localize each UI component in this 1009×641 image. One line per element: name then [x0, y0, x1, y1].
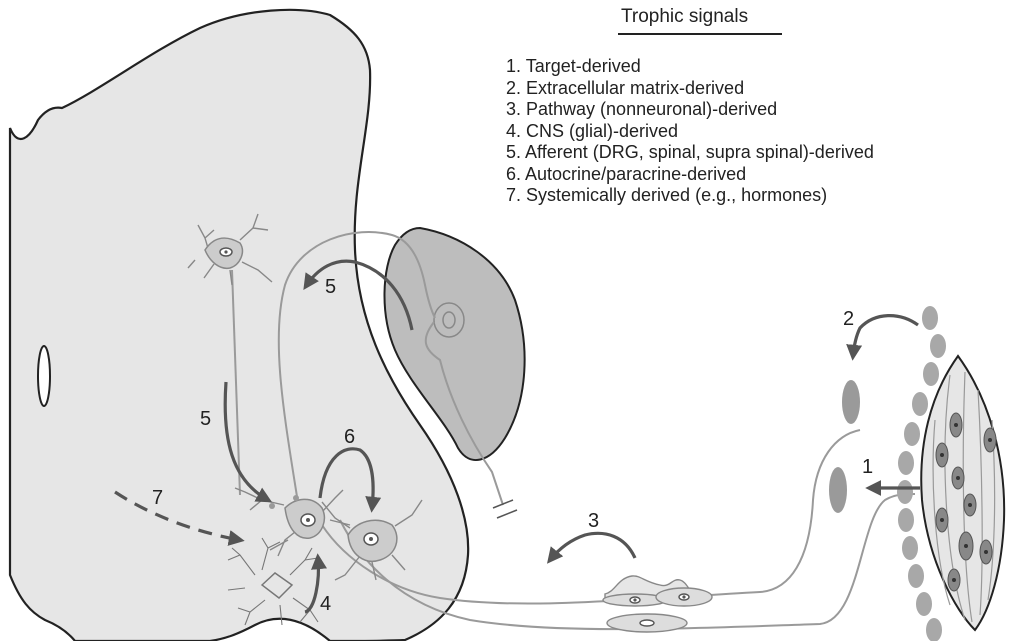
legend-item: 1. Target-derived: [506, 56, 874, 78]
legend-item: 7. Systemically derived (e.g., hormones): [506, 185, 874, 207]
label-matrix: 2: [843, 308, 854, 330]
label-autocrine: 6: [344, 426, 355, 448]
schwann-cells: [603, 576, 712, 632]
arrow-pathway: [550, 533, 635, 560]
legend-item: 2. Extracellular matrix-derived: [506, 78, 874, 100]
legend-underline: [618, 33, 782, 35]
legend-title: Trophic signals: [621, 6, 748, 28]
legend-item: 6. Autocrine/paracrine-derived: [506, 164, 874, 186]
label-pathway: 3: [588, 510, 599, 532]
legend-item: 5. Afferent (DRG, spinal, supra spinal)-…: [506, 142, 874, 164]
arrow-matrix: [853, 316, 918, 356]
legend-list: 1. Target-derived 2. Extracellular matri…: [506, 56, 874, 207]
legend-item: 4. CNS (glial)-derived: [506, 121, 874, 143]
central-canal: [38, 346, 50, 406]
label-afferent-lower: 5: [200, 408, 211, 430]
axon-terminal: [493, 500, 517, 518]
label-target: 1: [862, 456, 873, 478]
target-muscle: [921, 356, 1004, 630]
label-afferent-upper: 5: [325, 276, 336, 298]
label-cns: 4: [320, 593, 331, 615]
label-systemic: 7: [152, 487, 163, 509]
legend-item: 3. Pathway (nonneuronal)-derived: [506, 99, 874, 121]
